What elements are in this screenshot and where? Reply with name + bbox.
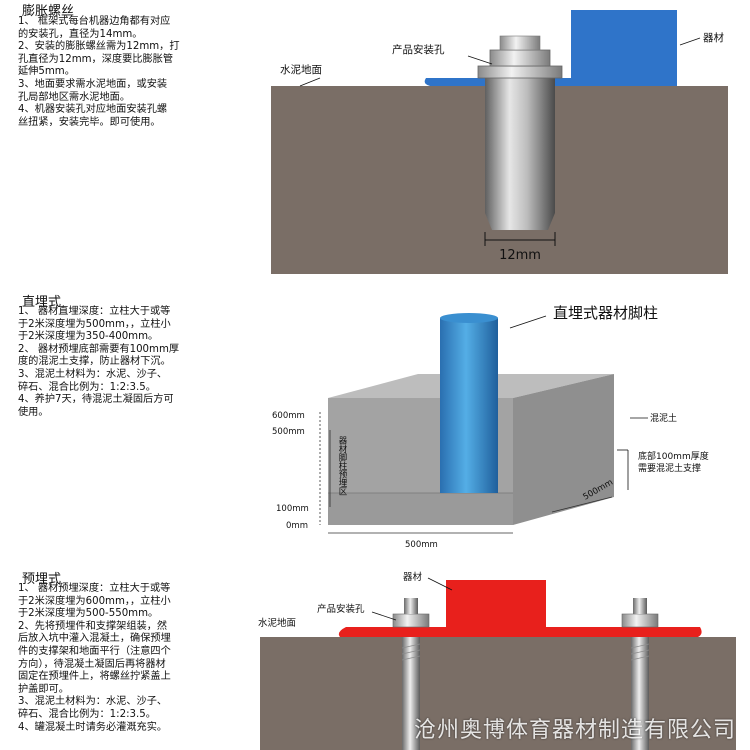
expansion-bolt-diagram: 12mm 产品安装孔 器材 水泥地面 (271, 10, 728, 274)
bolt-top-right (633, 598, 647, 614)
instruction-line: 4、罐混凝土时请务必灌溉充实。 (18, 721, 168, 733)
nut-left (392, 613, 430, 628)
instruction-line: 于2米深度埋为600mm，，立柱小 (18, 595, 171, 607)
post-top (440, 313, 498, 323)
depth-mark-0: 0mm (286, 521, 308, 531)
washer (477, 65, 563, 79)
instruction-line: 4、养护7天，待混泥土凝固后方可 (18, 394, 174, 406)
leader-line (679, 37, 701, 46)
instruction-line: 护盖即可。 (18, 683, 69, 695)
width-front-label: 500mm (405, 540, 438, 550)
embed-zone-label: 器材脚柱预埋区 (337, 436, 347, 496)
instruction-line: 碎石、混合比例为：1:2:3.5。 (18, 381, 156, 393)
concrete-floor-block (260, 637, 736, 750)
leader-line (427, 577, 453, 591)
equipment-label: 器材 (703, 31, 724, 44)
instruction-line: 2、 器材预埋底部需要有100mm厚 (18, 343, 180, 355)
instruction-line: 于2米深度埋为350-400mm。 (18, 331, 159, 343)
bolt-thread (499, 35, 541, 51)
instruction-line: 碎石、混合比例为：1:2:3.5。 (18, 708, 156, 720)
instruction-line: 2、先将预埋件和支撑架组装，然 (18, 620, 168, 632)
company-watermark: 沧州奥博体育器材制造有限公司 (413, 718, 736, 743)
instruction-line: 度的混泥土支撑，防止器材下沉。 (18, 356, 171, 368)
instruction-line: 3、混泥土材料为：水泥、沙子、 (18, 368, 168, 380)
instruction-line: 方向），待混凝土凝固后再将器材 (18, 658, 166, 670)
anchor-bolt-right (631, 637, 649, 750)
embedded-post (440, 318, 498, 493)
box-side (513, 374, 614, 525)
expansion-bolt-title: 膨胀螺丝 (22, 4, 75, 19)
instruction-line: 于2米深度埋为500mm，，立柱小 (18, 318, 171, 330)
bolt-threads (401, 643, 650, 661)
cement-floor-label: 水泥地面 (258, 617, 296, 629)
equipment-bracket (424, 10, 677, 86)
instruction-line: 4、机器安装孔对应地面安装孔螺 (18, 104, 168, 116)
product-hole-label: 产品安装孔 (317, 603, 365, 615)
bottom-layer (328, 493, 513, 525)
pre-embedded-diagram: 器材 产品安装孔 水泥地面 (258, 571, 736, 750)
depth-mark-100: 100mm (276, 504, 309, 514)
instruction-line: 固定在预埋件上，将螺丝拧紧盖上 (18, 671, 171, 683)
depth-dimension (551, 496, 613, 513)
direct-burial-diagram: 直埋式器材脚柱 混泥土 底部100mm厚度 需要混泥土支撑 600mm 500m… (272, 304, 709, 550)
dimension-label: 12mm (499, 248, 541, 263)
expansion-sleeve (485, 78, 555, 213)
equipment-label: 器材 (403, 571, 423, 583)
instruction-line: 1、 器材直埋深度：立柱大于或等 (18, 306, 171, 317)
anchor-bolt-left (402, 637, 420, 750)
leader-line (371, 611, 397, 621)
instruction-line: 件的支撑架和地面平行（注意四个 (18, 645, 171, 657)
bottom-note-line2: 需要混泥土支撑 (638, 462, 701, 474)
pre-embedded-title: 预埋式 (22, 572, 62, 587)
direct-burial-big-title: 直埋式器材脚柱 (553, 304, 658, 322)
instruction-line: 孔局部地区需水泥地面。 (18, 91, 131, 103)
instruction-line: 3、混泥土材料为：水泥、沙子、 (18, 696, 168, 708)
nut-right (621, 613, 659, 628)
depth-mark-500: 500mm (272, 427, 305, 437)
product-hole-label: 产品安装孔 (392, 43, 445, 56)
concrete-label: 混泥土 (650, 412, 677, 424)
instruction-line: 延伸5mm。 (18, 66, 75, 78)
depth-mark-600: 600mm (272, 411, 305, 421)
expansion-bolt-instructions: 1、 框架式每台机器边角都有对应 的安装孔，直径为14mm。 2、安装的膨胀螺丝… (18, 16, 180, 129)
instruction-line: 的安装孔，直径为14mm。 (18, 28, 143, 40)
instruction-line: 后放入坑中灌入混凝土，确保预埋 (18, 633, 171, 645)
instruction-line: 于2米深度埋为500-550mm。 (18, 608, 159, 620)
sleeve-tip (485, 213, 555, 230)
leader-line (467, 55, 493, 65)
direct-burial-title: 直埋式 (22, 295, 62, 310)
instruction-line: 1、 器材预埋深度：立柱大于或等 (18, 583, 171, 594)
nut (489, 49, 551, 67)
instruction-line: 3、地面要求需水泥地面，或安装 (18, 78, 168, 90)
instruction-line: 2、安装的膨胀螺丝需为12mm，打 (18, 41, 180, 53)
instruction-line: 1、 框架式每台机器边角都有对应 (18, 16, 171, 27)
instruction-line: 丝扭紧，安装完毕。即可使用。 (18, 116, 161, 128)
direct-burial-instructions: 1、 器材直埋深度：立柱大于或等 于2米深度埋为500mm，，立柱小 于2米深度… (18, 306, 179, 419)
bottom-note-line1: 底部100mm厚度 (638, 450, 709, 462)
base-plate (338, 627, 702, 637)
instruction-line: 孔直径为12mm，深度要比膨胀管 (18, 53, 174, 65)
leader-line (299, 77, 321, 87)
equipment-upright (446, 580, 546, 630)
instruction-line: 使用。 (18, 406, 49, 418)
cement-floor-label: 水泥地面 (280, 63, 322, 76)
bolt-top-left (404, 598, 418, 614)
leader-line (509, 315, 547, 329)
pre-embedded-instructions: 1、 器材预埋深度：立柱大于或等 于2米深度埋为600mm，，立柱小 于2米深度… (18, 583, 171, 734)
